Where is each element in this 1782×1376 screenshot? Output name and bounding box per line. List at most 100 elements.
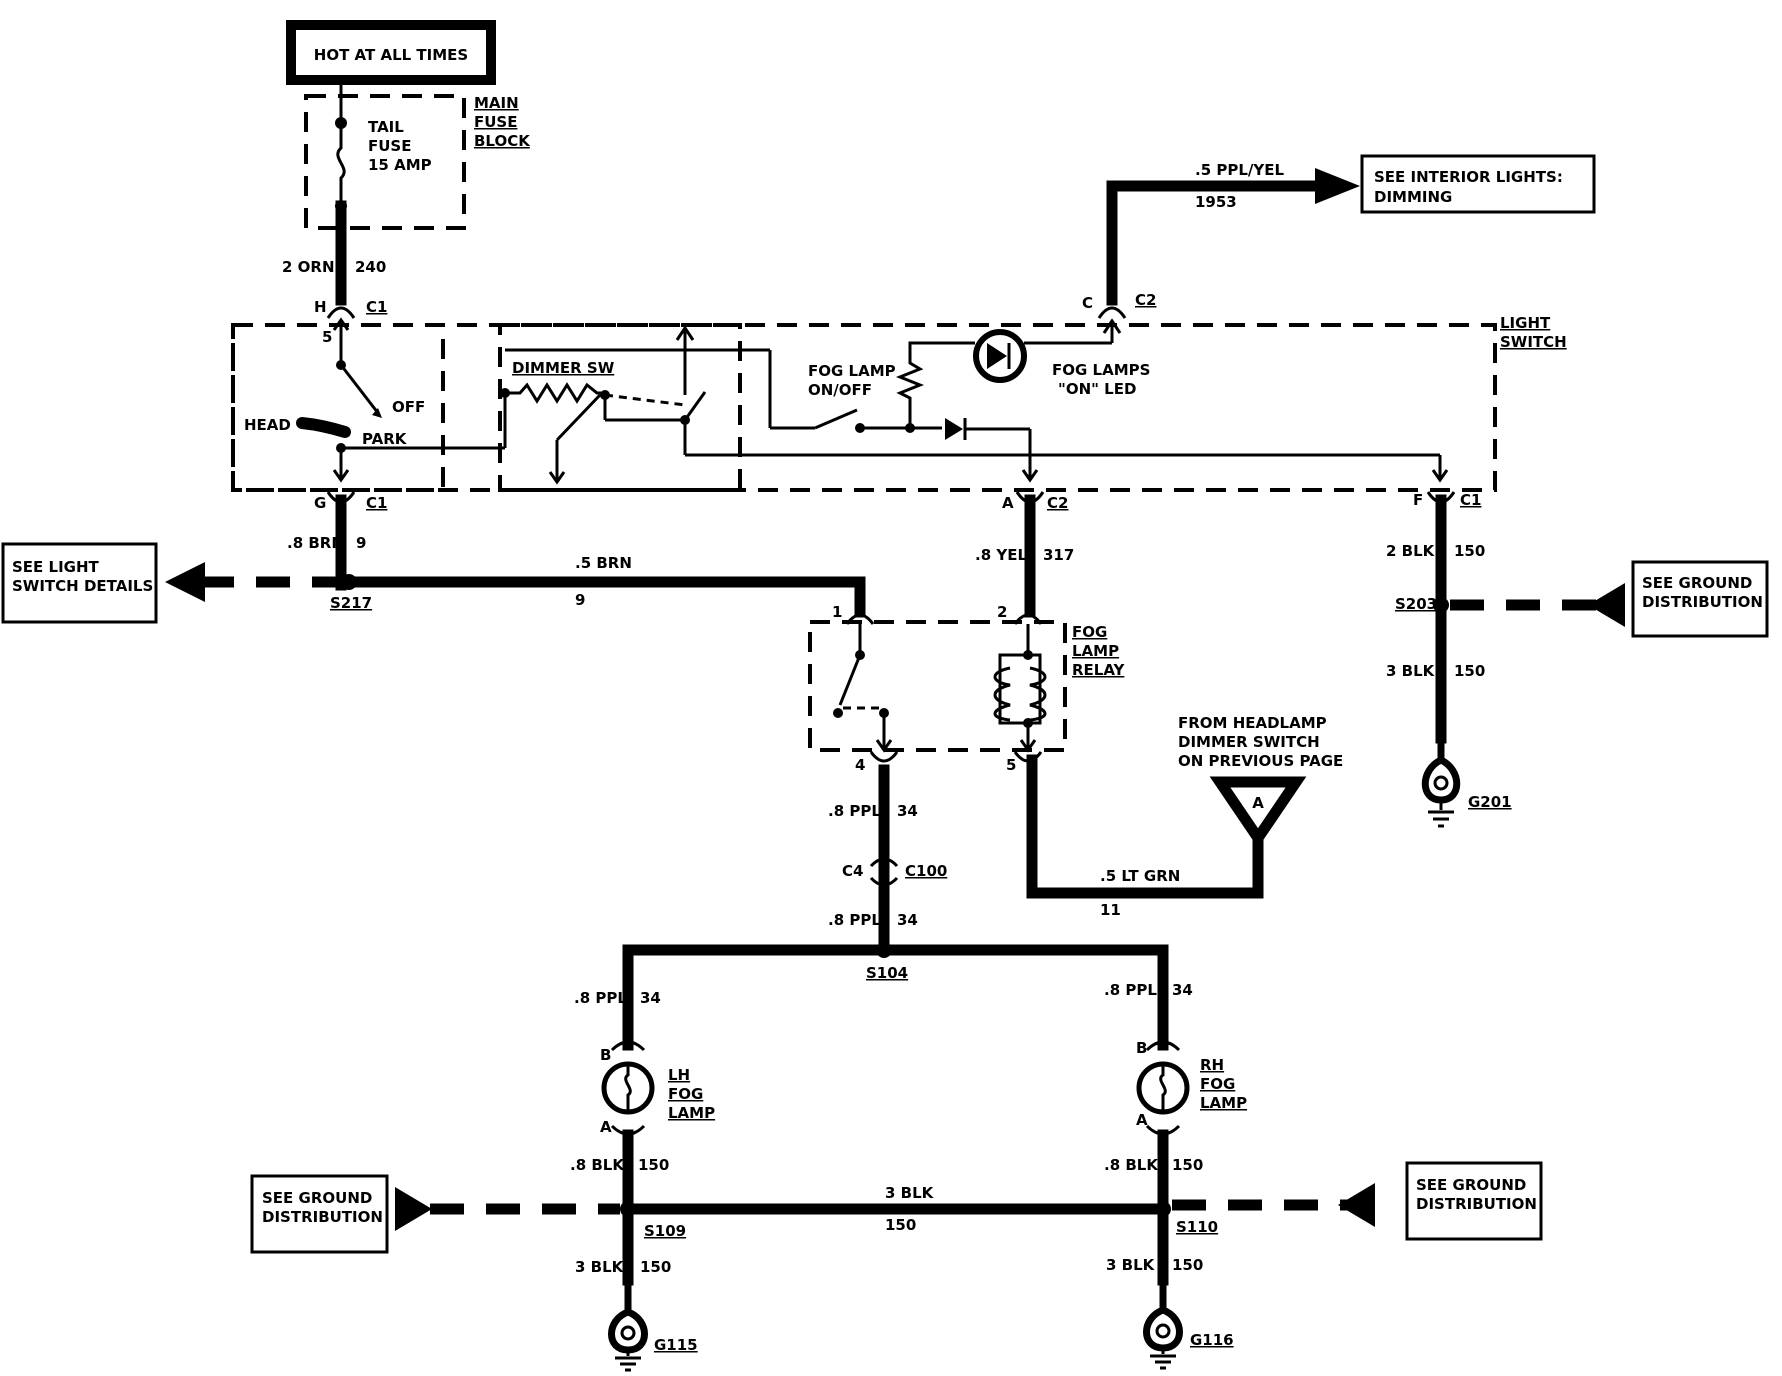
relay-pin-5-label: 5: [1006, 756, 1016, 774]
ground-b-label-1: SEE GROUND: [1416, 1176, 1526, 1194]
headlamp-ref-label-2: DIMMER SWITCH: [1178, 733, 1320, 751]
splice-s203: [1433, 597, 1449, 613]
headlamp-switch: HEAD OFF PARK 5: [244, 317, 505, 483]
hot-label: HOT AT ALL TIMES: [314, 46, 468, 64]
connector-c-c2: [1097, 306, 1127, 319]
c4-label: C4: [842, 862, 863, 880]
ground-r-label-2: DISTRIBUTION: [1642, 593, 1763, 611]
headlamp-ref-label-3: ON PREVIOUS PAGE: [1178, 752, 1343, 770]
rh-pin-a-label: A: [1136, 1111, 1148, 1129]
lh-label-3: LAMP: [668, 1104, 715, 1122]
splice-s110-label: S110: [1176, 1218, 1218, 1236]
main-fuse-block-label-2: FUSE: [474, 113, 517, 131]
main-fuse-block-label-3: BLOCK: [474, 132, 531, 150]
connector-c2-bottom-label: C2: [1047, 494, 1068, 512]
connector-c2-top-label: C2: [1135, 291, 1156, 309]
relay-pin-4-label: 4: [855, 756, 865, 774]
rh-label-2: FOG: [1200, 1075, 1235, 1093]
wire-34a-circuit: 34: [897, 802, 918, 820]
splice-s203-label: S203: [1395, 595, 1437, 613]
ground-l-label-2: DISTRIBUTION: [262, 1208, 383, 1226]
fog-lamp-switch-label-2: ON/OFF: [808, 381, 872, 399]
wire-11: [1026, 754, 1264, 899]
ground-dist-right-ref-box: [1631, 560, 1769, 638]
fog-lamp-switch-label-1: FOG LAMP: [808, 362, 896, 380]
relay-label-2: LAMP: [1072, 642, 1119, 660]
wire-317-circuit: 317: [1043, 546, 1074, 564]
wire-150g-circuit: 150: [885, 1216, 916, 1234]
wire-150r-size: .8 BLK: [1104, 1156, 1159, 1174]
splice-s217-label: S217: [330, 594, 372, 612]
connector-c1-top-label: C1: [366, 298, 387, 316]
light-switch-label-2: SWITCH: [1500, 333, 1567, 351]
headlamp-ref-label-1: FROM HEADLAMP: [1178, 714, 1327, 732]
lh-label-2: FOG: [668, 1085, 703, 1103]
wire-11-size: .5 LT GRN: [1100, 867, 1180, 885]
hot-at-all-times-box: HOT AT ALL TIMES: [286, 20, 496, 85]
wire-150a-circuit: 150: [1454, 542, 1485, 560]
splice-s110: [1155, 1201, 1171, 1217]
relay-label-1: FOG: [1072, 623, 1107, 641]
wire-34l-size: .8 PPL: [574, 989, 627, 1007]
wire-150gr-circuit: 150: [1172, 1256, 1203, 1274]
wire-1953-size: .5 PPL/YEL: [1195, 161, 1284, 179]
ground-b-label-2: DISTRIBUTION: [1416, 1195, 1537, 1213]
wire-150l-circuit: 150: [638, 1156, 669, 1174]
g116-label: G116: [1190, 1331, 1234, 1349]
wire-240-size: 2 ORN: [282, 258, 335, 276]
c100-label: C100: [905, 862, 947, 880]
wire-1953: [1106, 180, 1326, 306]
wire-150g-size: 3 BLK: [885, 1184, 935, 1202]
lightsw-ref-label-1: SEE LIGHT: [12, 558, 100, 576]
lh-pin-b-label: B: [600, 1046, 611, 1064]
wire-150b-size: 3 BLK: [1386, 662, 1436, 680]
park-label: PARK: [362, 430, 408, 448]
rh-fog-lamp: B A RH FOG LAMP: [1136, 1039, 1247, 1136]
wire-34b-circuit: 34: [897, 911, 918, 929]
lh-fog-lamp: B A LH FOG LAMP: [600, 1040, 715, 1136]
interior-lights-ref-box: [1360, 154, 1596, 214]
wire-9b-circuit: 9: [575, 591, 585, 609]
light-switch-enclosure: [231, 323, 1497, 492]
rh-label-3: LAMP: [1200, 1094, 1247, 1112]
pin-5-label: 5: [322, 328, 332, 346]
relay-label-3: RELAY: [1072, 661, 1126, 679]
ground-g115: G115: [608, 1275, 698, 1372]
switch-to-f-arrow: [1431, 469, 1449, 483]
wire-150gl-circuit: 150: [640, 1258, 671, 1276]
dimmer-sw-label: DIMMER SW: [512, 359, 615, 377]
ground-r-label-1: SEE GROUND: [1642, 574, 1752, 592]
fog-lamp-switch: FOG LAMP ON/OFF: [808, 341, 1039, 483]
wire-240-circuit: 240: [355, 258, 386, 276]
connector-c1-bottom-label: C1: [366, 494, 387, 512]
rh-label-1: RH: [1200, 1056, 1224, 1074]
dimmer-switch: DIMMER SW: [500, 325, 1440, 485]
main-fuse-block-label-1: MAIN: [474, 94, 519, 112]
connector-h-label: H: [314, 298, 327, 316]
wire-34r-size: .8 PPL: [1104, 981, 1157, 999]
connector-a-label: A: [1002, 494, 1014, 512]
wire-9-circuit: 9: [356, 534, 366, 552]
led-label-2: "ON" LED: [1058, 380, 1136, 398]
light-switch-details-ref-box: [1, 542, 158, 624]
lh-label-1: LH: [668, 1066, 690, 1084]
wire-9b-size: .5 BRN: [575, 554, 632, 572]
connector-g-label: G: [314, 494, 326, 512]
interior-ref-label-2: DIMMING: [1374, 188, 1452, 206]
lh-pin-a-label: A: [600, 1118, 612, 1136]
ground-dist-left-ref-box: [250, 1174, 389, 1254]
connector-h-c1: [326, 306, 356, 319]
fuse-label-1: TAIL: [368, 118, 404, 136]
wire-34-branches: [622, 944, 1169, 1051]
off-label: OFF: [392, 398, 425, 416]
wire-34l-circuit: 34: [640, 989, 661, 1007]
rh-pin-b-label: B: [1136, 1039, 1147, 1057]
wire-34a-size: .8 PPL: [828, 802, 881, 820]
wire-150a-size: 2 BLK: [1386, 542, 1436, 560]
relay-pin-1-label: 1: [832, 603, 842, 621]
fuse-label-3: 15 AMP: [368, 156, 432, 174]
wire-150r-circuit: 150: [1172, 1156, 1203, 1174]
ground-l-label-1: SEE GROUND: [262, 1189, 372, 1207]
head-label: HEAD: [244, 416, 291, 434]
wire-34r-circuit: 34: [1172, 981, 1193, 999]
